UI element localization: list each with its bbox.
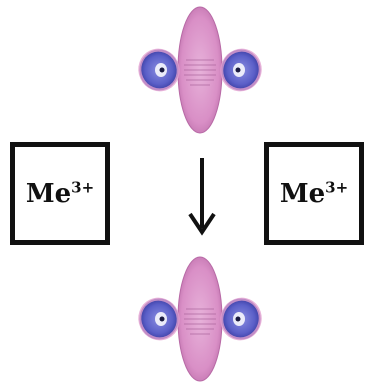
left-torus-lobe bbox=[133, 44, 184, 96]
left-metal-ion-box: Me3+ bbox=[10, 142, 110, 245]
bottom-orbital-icon bbox=[128, 255, 272, 385]
right-torus-lobe bbox=[215, 293, 266, 345]
left-metal-ion-label: Me3+ bbox=[26, 179, 94, 209]
right-metal-ion-box: Me3+ bbox=[264, 142, 364, 245]
down-arrow-icon bbox=[187, 156, 217, 236]
left-torus-lobe bbox=[133, 293, 184, 345]
top-orbital-icon bbox=[128, 4, 272, 136]
right-metal-ion-label: Me3+ bbox=[280, 179, 348, 209]
right-torus-lobe bbox=[215, 44, 266, 96]
